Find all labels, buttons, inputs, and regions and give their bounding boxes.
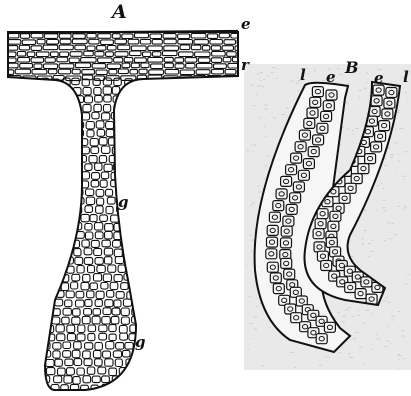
label-g-lower: g [135,335,146,350]
panel-b-label: B [345,60,359,76]
label-l-left: l [300,68,306,83]
panel-a-label: A [112,3,127,22]
label-e-right: e [374,71,384,86]
label-l-right: l [403,70,409,85]
label-e-epithelium: e [241,17,251,32]
panel-a-gland-cells [0,0,260,396]
label-g-upper: g [118,195,129,210]
label-e-left: e [326,70,336,85]
label-r: r [241,58,249,73]
